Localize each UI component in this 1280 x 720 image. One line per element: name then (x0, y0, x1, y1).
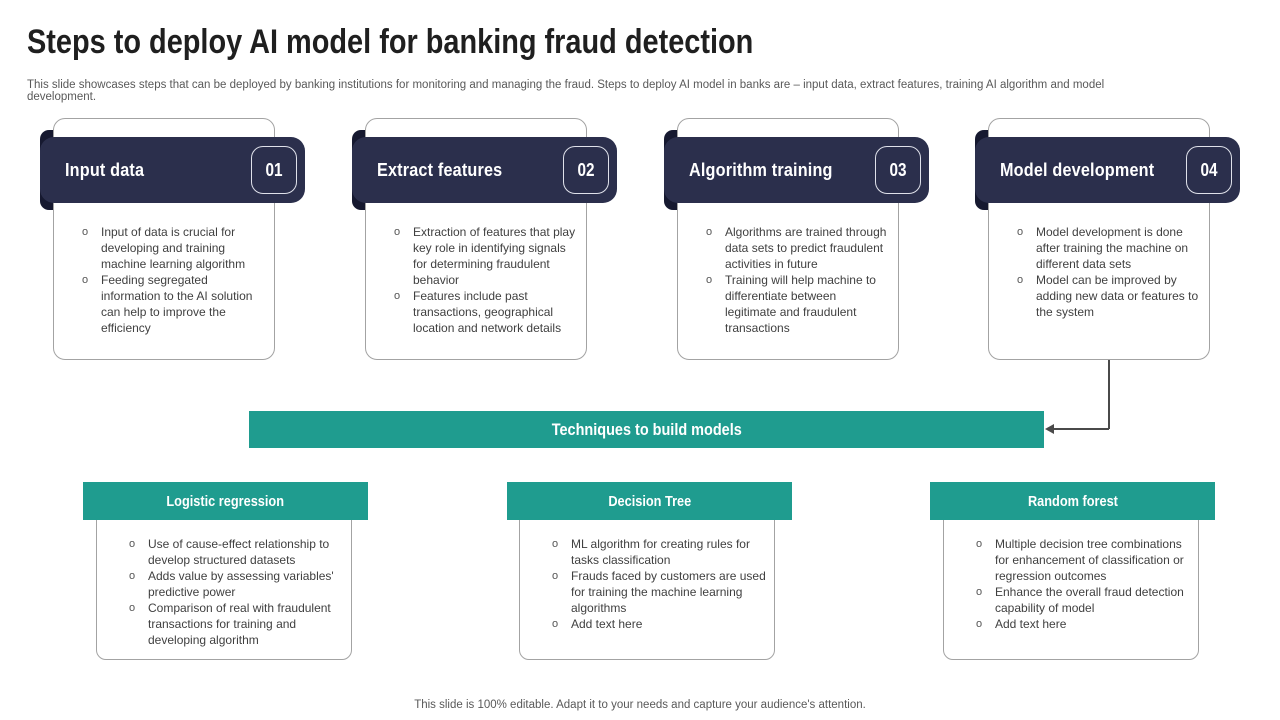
technique-header-logistic-regression: Logistic regression (83, 482, 368, 520)
techniques-banner: Techniques to build models (249, 411, 1044, 448)
step-header-input-data: Input data 01 (40, 137, 305, 203)
technique-header-decision-tree: Decision Tree (507, 482, 792, 520)
technique-title: Logistic regression (166, 492, 285, 510)
technique-bullets-decision-tree: ML algorithm for creating rules for task… (550, 536, 768, 632)
bullet-item: Comparison of real with fraudulent trans… (127, 600, 345, 648)
step-number-badge: 01 (251, 146, 297, 194)
technique-header-random-forest: Random forest (930, 482, 1215, 520)
arrow-left-icon (1045, 424, 1054, 434)
step-title: Algorithm training (689, 159, 833, 180)
connector-line-vertical (1108, 360, 1110, 429)
step-header-model-development: Model development 04 (975, 137, 1240, 203)
bullet-item: Model development is done after training… (1015, 224, 1201, 272)
bullet-item: Extraction of features that play key rol… (392, 224, 578, 288)
connector-line-horizontal (1053, 428, 1109, 430)
page-subtitle: This slide showcases steps that can be d… (27, 79, 1105, 103)
step-bullets-input-data: Input of data is crucial for developing … (80, 224, 266, 336)
step-bullets-model-development: Model development is done after training… (1015, 224, 1201, 320)
technique-body-decision-tree: ML algorithm for creating rules for task… (519, 505, 775, 660)
bullet-item: Use of cause-effect relationship to deve… (127, 536, 345, 568)
bullet-item: Add text here (974, 616, 1192, 632)
technique-body-logistic-regression: Use of cause-effect relationship to deve… (96, 505, 352, 660)
bullet-item: Frauds faced by customers are used for t… (550, 568, 768, 616)
step-number-badge: 02 (563, 146, 609, 194)
bullet-item: Adds value by assessing variables' predi… (127, 568, 345, 600)
step-number-badge: 04 (1186, 146, 1232, 194)
bullet-item: Input of data is crucial for developing … (80, 224, 266, 272)
step-title: Extract features (377, 159, 503, 180)
technique-bullets-random-forest: Multiple decision tree combinations for … (974, 536, 1192, 632)
technique-body-random-forest: Multiple decision tree combinations for … (943, 505, 1199, 660)
bullet-item: Add text here (550, 616, 768, 632)
footer-note: This slide is 100% editable. Adapt it to… (414, 699, 866, 711)
bullet-item: Features include past transactions, geog… (392, 288, 578, 336)
step-bullets-extract-features: Extraction of features that play key rol… (392, 224, 578, 336)
technique-title: Random forest (1027, 492, 1118, 510)
page-title: Steps to deploy AI model for banking fra… (27, 23, 754, 61)
bullet-item: Feeding segregated information to the AI… (80, 272, 266, 336)
bullet-item: Multiple decision tree combinations for … (974, 536, 1192, 584)
step-header-extract-features: Extract features 02 (352, 137, 617, 203)
bullet-item: Enhance the overall fraud detection capa… (974, 584, 1192, 616)
technique-title: Decision Tree (608, 492, 691, 510)
step-header-algorithm-training: Algorithm training 03 (664, 137, 929, 203)
bullet-item: Model can be improved by adding new data… (1015, 272, 1201, 320)
bullet-item: ML algorithm for creating rules for task… (550, 536, 768, 568)
step-title: Input data (65, 159, 145, 180)
bullet-item: Training will help machine to differenti… (704, 272, 890, 336)
step-number-badge: 03 (875, 146, 921, 194)
technique-bullets-logistic-regression: Use of cause-effect relationship to deve… (127, 536, 345, 648)
bullet-item: Algorithms are trained through data sets… (704, 224, 890, 272)
step-bullets-algorithm-training: Algorithms are trained through data sets… (704, 224, 890, 336)
step-title: Model development (1000, 159, 1155, 180)
techniques-banner-label: Techniques to build models (551, 419, 742, 439)
